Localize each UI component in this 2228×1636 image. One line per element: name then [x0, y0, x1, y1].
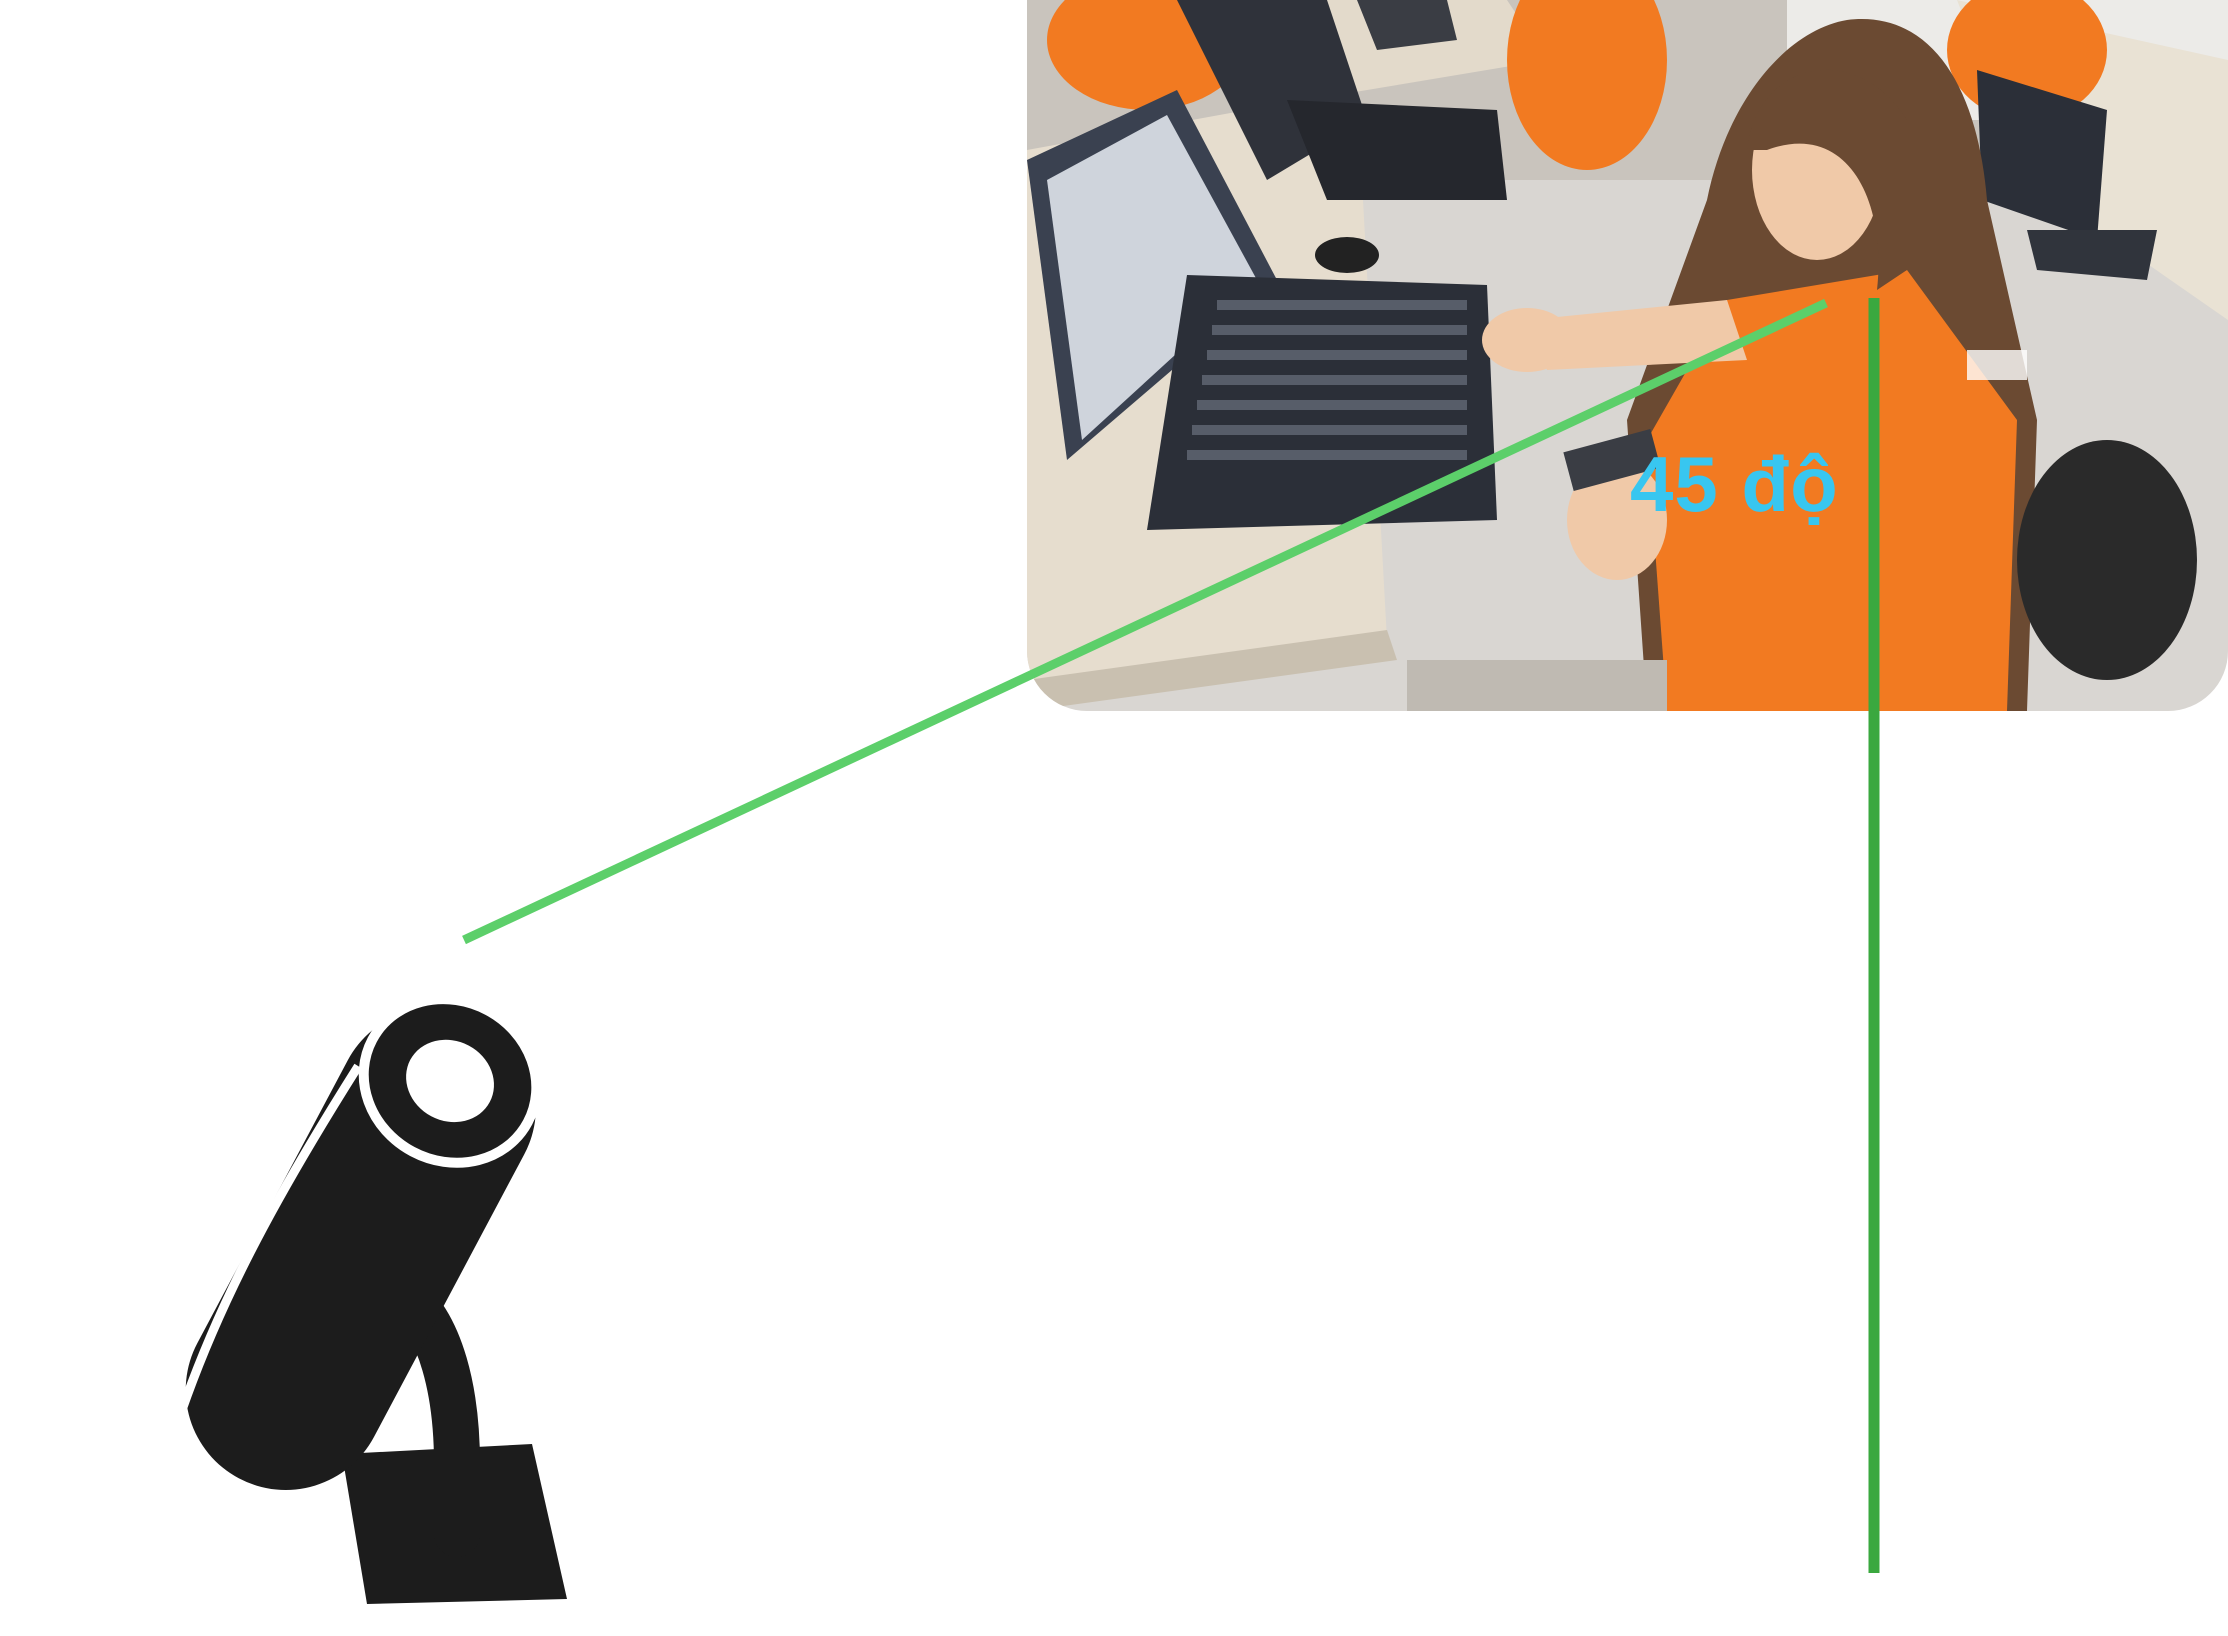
- security-camera-icon: [173, 994, 567, 1604]
- classroom-photo-illustration: [1027, 0, 2228, 711]
- classroom-photo: [1027, 0, 2228, 711]
- angle-label: 45 độ: [1630, 440, 1839, 528]
